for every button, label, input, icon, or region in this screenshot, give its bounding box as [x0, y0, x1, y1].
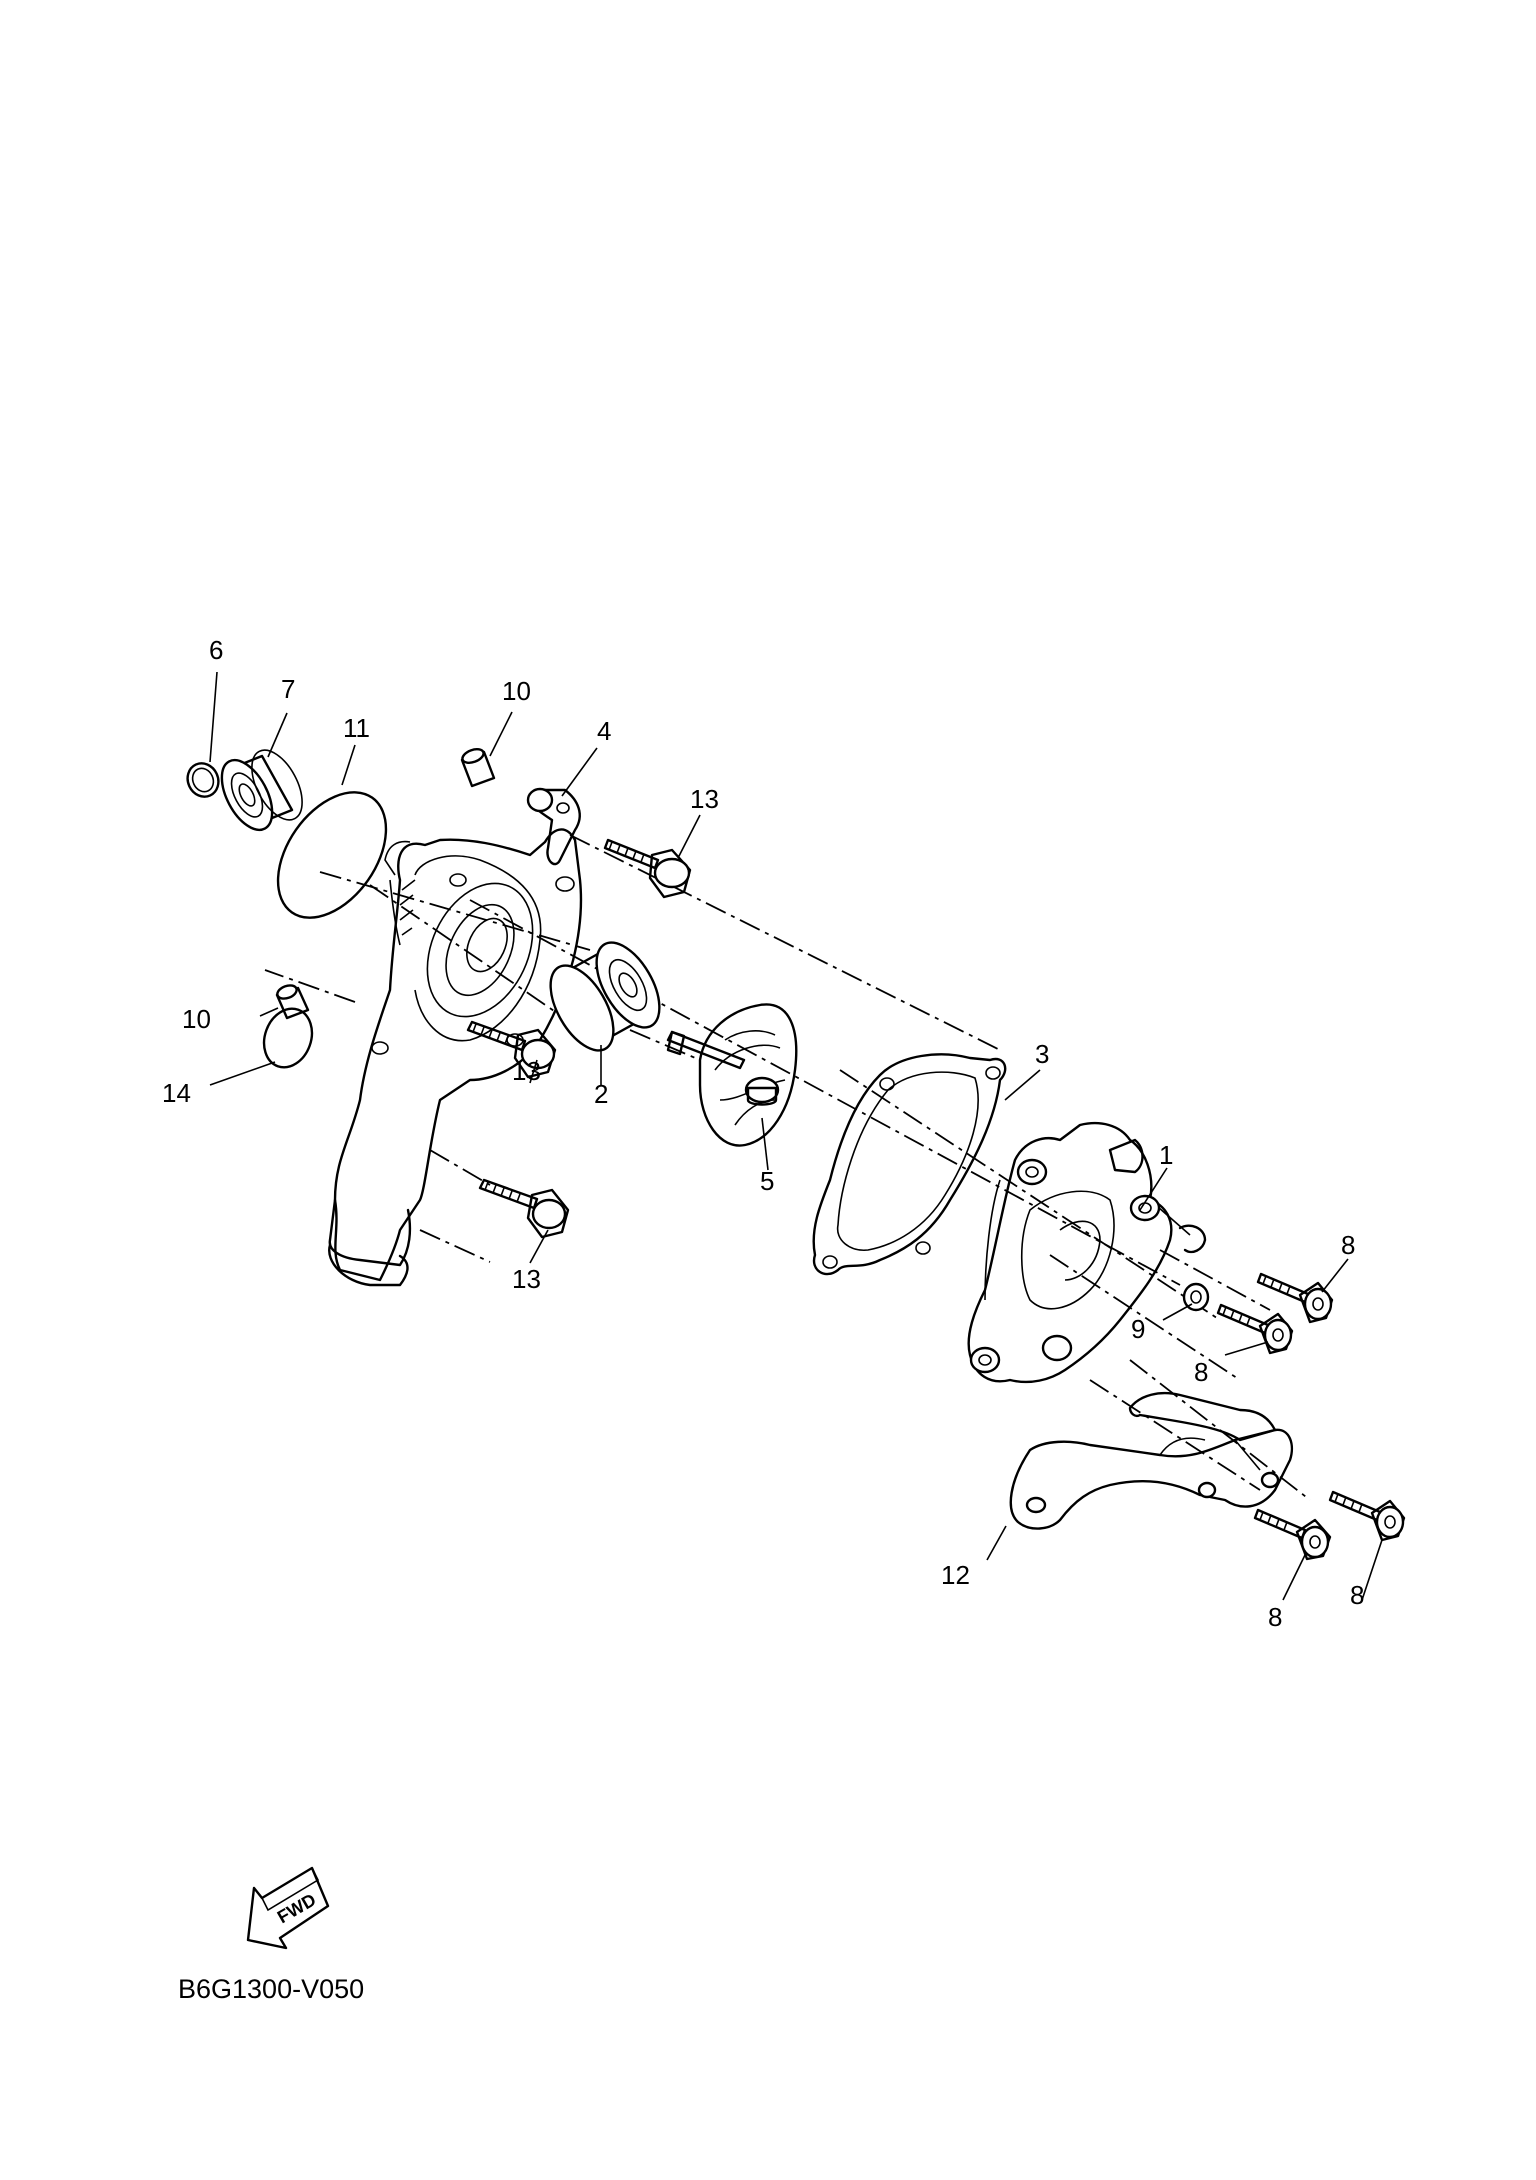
bracket-part-4: [526, 787, 581, 866]
callout-7: 7: [281, 674, 295, 704]
circlip-part-6: [186, 762, 220, 798]
seal-part-2: [549, 941, 661, 1052]
assembly-lines: [264, 834, 1311, 1501]
o-ring-part-11: [276, 791, 388, 919]
callout-13-bot: 13: [512, 1264, 541, 1294]
callout-13-top: 13: [690, 784, 719, 814]
washer-part-9: [1182, 1282, 1210, 1312]
callout-2: 2: [594, 1079, 608, 1109]
pump-housing: [328, 828, 583, 1287]
callout-10-top: 10: [502, 676, 531, 706]
impeller-part-5: [666, 1003, 798, 1147]
fwd-label: FWD: [274, 1890, 319, 1928]
dowel-pin-top-part-10: [460, 748, 496, 788]
bracket-part-12: [1009, 1391, 1294, 1530]
gasket-part-3: [812, 1053, 1007, 1276]
fwd-direction-arrow: FWD: [246, 1866, 330, 1950]
bolt-a-part-8: [1256, 1272, 1334, 1324]
o-ring-part-14: [262, 1007, 314, 1069]
leader-lines: [209, 671, 1383, 1601]
bearing-part-7: [220, 749, 303, 832]
pump-cover-part-1: [967, 1121, 1207, 1384]
callout-4: 4: [597, 716, 611, 746]
bolt-mid-part-13: [466, 1020, 557, 1079]
callout-8-c: 8: [1268, 1602, 1282, 1632]
callout-3: 3: [1035, 1039, 1049, 1069]
callout-8-b: 8: [1194, 1357, 1208, 1387]
drawing-code: B6G1300-V050: [178, 1974, 364, 2004]
callout-1: 1: [1159, 1140, 1173, 1170]
callout-6: 6: [209, 635, 223, 665]
bolt-c-part-8: [1253, 1508, 1332, 1561]
callouts: 6 7 11 10 4 13 10 14 13 2 5 13 3 1 8 9 8…: [162, 635, 1364, 1632]
bolt-b-part-8: [1216, 1303, 1294, 1355]
bolt-bottom-part-13: [478, 1178, 570, 1239]
callout-9: 9: [1131, 1314, 1145, 1344]
callout-5: 5: [760, 1166, 774, 1196]
callout-10-mid: 10: [182, 1004, 211, 1034]
callout-13-mid: 13: [512, 1056, 541, 1086]
callout-14: 14: [162, 1078, 191, 1108]
callout-8-a: 8: [1341, 1230, 1355, 1260]
callout-12: 12: [941, 1560, 970, 1590]
callout-8-d: 8: [1350, 1580, 1364, 1610]
bolt-d-part-8: [1328, 1490, 1406, 1542]
bolt-top-part-13: [603, 838, 692, 899]
callout-11: 11: [343, 713, 370, 743]
